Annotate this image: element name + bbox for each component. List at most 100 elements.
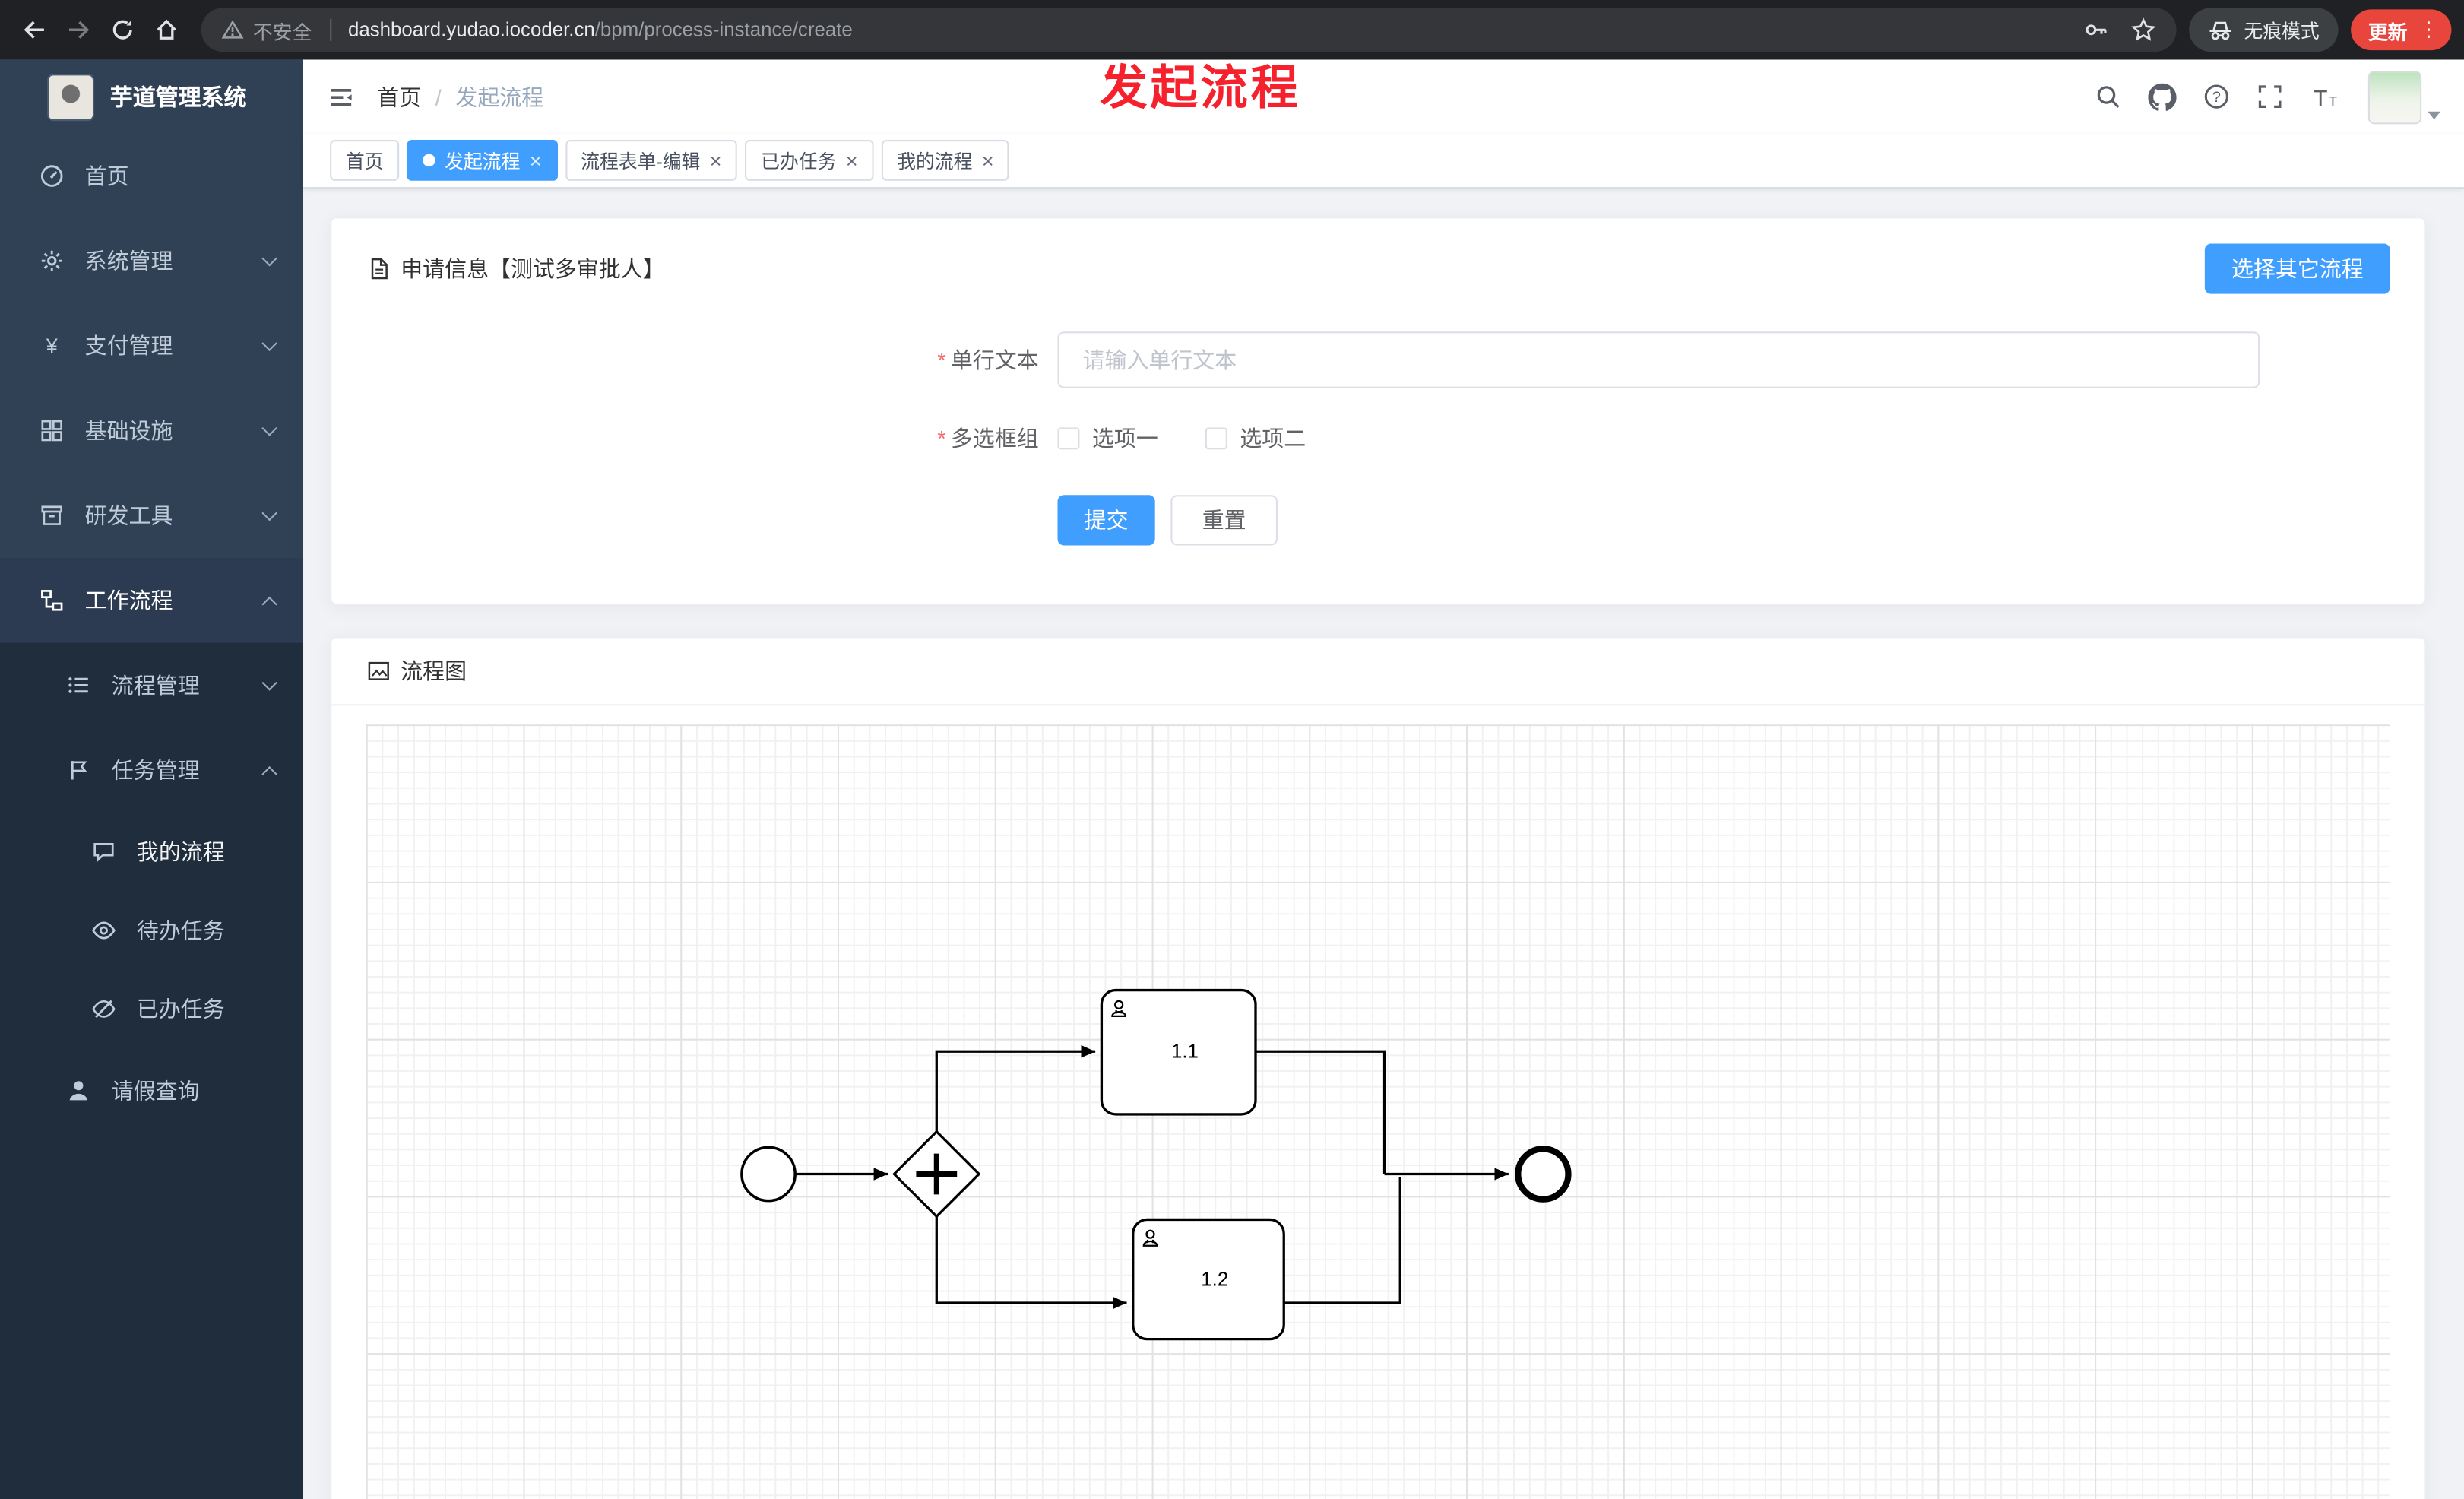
checkbox-icon[interactable] (1205, 427, 1227, 450)
close-icon[interactable]: × (529, 148, 542, 173)
flow-task2-to-join[interactable] (1284, 1177, 1401, 1304)
browser-update-button[interactable]: 更新 ⋮ (2351, 9, 2452, 51)
user-menu[interactable] (2367, 70, 2440, 124)
search-icon[interactable] (2095, 84, 2121, 110)
page-content: 申请信息【测试多审批人】 选择其它流程 *单行文本 *多选框组 选项一 (303, 189, 2464, 1499)
flow-gateway-to-task1[interactable] (935, 1044, 1096, 1132)
diagram-card-title: 流程图 (331, 638, 2425, 706)
sidebar: 芋道管理系统 首页 系统管理 支付管理 基础设施 研发工具 工作流程 (0, 59, 304, 1499)
chevron-down-icon (261, 675, 277, 691)
sidebar-item-infrastructure[interactable]: 基础设施 (0, 388, 303, 474)
tab-create-process[interactable]: 发起流程 × (407, 140, 558, 181)
sidebar-item-workflow[interactable]: 工作流程 (0, 557, 304, 643)
security-label[interactable]: 不安全 (252, 21, 312, 43)
browser-forward-button[interactable] (56, 8, 100, 52)
not-secure-icon (222, 19, 244, 41)
field-label-text: *单行文本 (937, 347, 1039, 373)
chevron-up-icon (261, 595, 277, 612)
chevron-down-icon (261, 505, 277, 521)
single-line-text-input[interactable] (1057, 331, 2260, 388)
end-event[interactable] (1515, 1146, 1572, 1203)
card-title: 申请信息【测试多审批人】 (366, 243, 665, 284)
task-label: 1.2 (1201, 1269, 1228, 1290)
top-header: 首页 / 发起流程 (303, 59, 2464, 134)
chat-icon (91, 839, 116, 864)
browser-home-button[interactable] (144, 8, 188, 52)
toolbox-icon (40, 503, 65, 528)
sidebar-submenu: 流程管理 任务管理 我的流程 待办任务 已办任务 请假 (0, 642, 304, 1499)
close-icon[interactable]: × (709, 148, 722, 173)
reset-button[interactable]: 重置 (1170, 495, 1278, 546)
checkbox-option-2[interactable]: 选项二 (1205, 423, 1306, 454)
help-icon[interactable] (2203, 84, 2230, 110)
update-label: 更新 (2367, 21, 2408, 43)
sidebar-item-todo-task[interactable]: 待办任务 (0, 891, 303, 969)
logo-image (47, 73, 95, 121)
incognito-label: 无痕模式 (2244, 19, 2320, 42)
sidebar-item-my-process[interactable]: 我的流程 (0, 813, 303, 891)
close-icon[interactable]: × (981, 148, 994, 173)
submit-button[interactable]: 提交 (1057, 495, 1155, 546)
breadcrumb-home[interactable]: 首页 (377, 84, 422, 109)
app-title: 芋道管理系统 (109, 86, 247, 112)
user-task-icon (1111, 1000, 1126, 1018)
checkbox-icon[interactable] (1057, 427, 1080, 450)
workflow-icon (40, 588, 65, 613)
apply-info-card: 申请信息【测试多审批人】 选择其它流程 *单行文本 *多选框组 选项一 (330, 217, 2427, 606)
user-task-1-1[interactable]: 1.1 (1100, 988, 1257, 1116)
close-icon[interactable]: × (845, 148, 858, 173)
caret-down-icon (2428, 110, 2440, 119)
chevron-down-icon (261, 420, 277, 436)
sidebar-item-system[interactable]: 系统管理 (0, 218, 303, 303)
tab-my-process[interactable]: 我的流程 × (881, 140, 1010, 181)
yen-icon (40, 333, 65, 358)
sidebar-item-task-mgmt[interactable]: 任务管理 (0, 727, 303, 813)
chevron-down-icon (261, 335, 277, 352)
picture-icon (366, 658, 391, 683)
checkbox-option-1[interactable]: 选项一 (1057, 423, 1158, 454)
password-key-icon[interactable] (2084, 17, 2109, 43)
bpmn-diagram: 1.1 1.2 (740, 988, 1572, 1341)
bpmn-canvas[interactable]: 1.1 1.2 (366, 724, 2390, 1499)
sidebar-item-home[interactable]: 首页 (0, 134, 303, 219)
font-size-icon[interactable] (2310, 83, 2338, 111)
flow-diagram-card: 流程图 (330, 636, 2427, 1499)
tab-home[interactable]: 首页 (330, 140, 400, 181)
tab-form-edit[interactable]: 流程表单-编辑 × (565, 140, 738, 181)
start-event[interactable] (740, 1146, 797, 1203)
parallel-gateway[interactable] (892, 1130, 981, 1219)
browser-menu-icon[interactable]: ⋮ (2418, 17, 2439, 41)
sidebar-item-process-mgmt[interactable]: 流程管理 (0, 643, 303, 728)
fullscreen-icon[interactable] (2257, 84, 2283, 110)
collapse-sidebar-icon[interactable] (327, 83, 355, 111)
tab-done-task[interactable]: 已办任务 × (745, 140, 874, 181)
sidebar-item-leave-query[interactable]: 请假查询 (0, 1048, 303, 1133)
document-icon (366, 256, 391, 281)
url-text[interactable]: dashboard.yudao.iocoder.cn/bpm/process-i… (348, 18, 853, 41)
sidebar-item-devtools[interactable]: 研发工具 (0, 473, 303, 558)
grid-icon (40, 418, 65, 443)
avatar[interactable] (2367, 70, 2422, 124)
choose-other-process-button[interactable]: 选择其它流程 (2204, 243, 2390, 294)
flow-task1-to-join[interactable] (1256, 1050, 1386, 1174)
sidebar-item-payment[interactable]: 支付管理 (0, 303, 303, 388)
flow-gateway-to-task2[interactable] (935, 1216, 1127, 1310)
browser-reload-button[interactable] (100, 8, 144, 52)
eye-off-icon (91, 997, 116, 1022)
sidebar-item-done-task[interactable]: 已办任务 (0, 970, 303, 1048)
field-label-checkbox: *多选框组 (937, 426, 1039, 452)
breadcrumb-separator: / (435, 84, 442, 109)
github-icon[interactable] (2148, 83, 2176, 111)
chevron-up-icon (261, 765, 277, 781)
address-bar[interactable]: 不安全 dashboard.yudao.iocoder.cn/bpm/proce… (201, 8, 2177, 52)
user-task-1-2[interactable]: 1.2 (1132, 1218, 1285, 1341)
incognito-icon (2208, 17, 2233, 43)
browser-chrome: 不安全 dashboard.yudao.iocoder.cn/bpm/proce… (0, 0, 2464, 60)
chevron-down-icon (261, 250, 277, 267)
browser-back-button[interactable] (13, 8, 57, 52)
user-icon (66, 1078, 91, 1103)
page-annotation-text: 发起流程 (1100, 62, 1301, 115)
bookmark-star-icon[interactable] (2131, 17, 2156, 43)
task-label: 1.1 (1171, 1041, 1199, 1062)
flag-icon (66, 758, 91, 783)
